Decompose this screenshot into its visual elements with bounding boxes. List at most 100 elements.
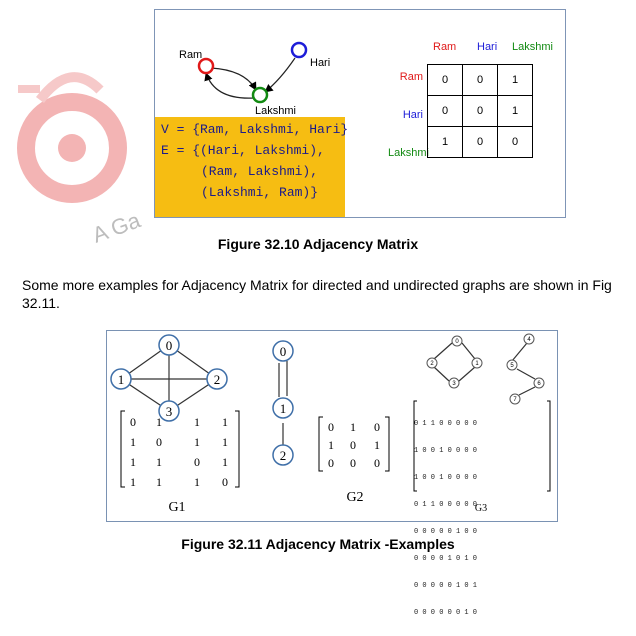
g3-node-2 xyxy=(426,357,438,369)
g1-matrix-cell: 0 xyxy=(222,475,228,489)
row-label-ram: Ram xyxy=(400,71,423,83)
g2-matrix-cell: 0 xyxy=(374,456,380,470)
figure-32-11-caption: Figure 32.11 Adjacency Matrix -Examples xyxy=(181,536,455,552)
g2-matrix-cell: 0 xyxy=(328,420,334,434)
node-lakshmi xyxy=(251,86,269,104)
label-lakshmi: Lakshmi xyxy=(255,105,296,117)
g3-node-4 xyxy=(523,333,535,345)
g3-matrix-row: 1 0 0 1 0 0 0 0 xyxy=(414,474,478,482)
g3-node-7 xyxy=(509,393,521,405)
vertex-edge-sets: V = {Ram, Lakshmi, Hari} E = {(Hari, Laks… xyxy=(155,117,349,217)
g1-matrix-cell: 0 xyxy=(130,415,136,429)
g2-node-label: 2 xyxy=(280,448,287,463)
g1-matrix-cell: 1 xyxy=(194,415,200,429)
g3-matrix-row: 1 0 0 1 0 0 0 0 xyxy=(414,447,478,455)
g2-node-label: 0 xyxy=(280,344,287,359)
matrix-row: 0 0 1 xyxy=(427,95,533,127)
g3-node-label: 5 xyxy=(510,363,514,369)
g1-node-label: 0 xyxy=(166,338,173,353)
matrix-cell: 0 xyxy=(462,95,498,127)
g1-node-label: 1 xyxy=(118,372,125,387)
row-label-hari: Hari xyxy=(403,109,423,121)
g3-matrix-row: 0 0 0 0 0 1 0 0 xyxy=(414,528,478,536)
g3-matrix-row: 0 0 0 0 0 0 1 0 xyxy=(414,609,478,617)
matrix-cell: 1 xyxy=(497,64,533,96)
g1-node-2 xyxy=(206,368,228,390)
g3-node-6 xyxy=(533,377,545,389)
g3-matrix-row: 0 1 1 0 0 0 0 0 xyxy=(414,420,478,428)
figure-32-11: 0 1 2 3 0 1 2 0 1 2 3 4 5 6 7 0 1 1 xyxy=(106,330,558,617)
label-hari: Hari xyxy=(310,57,330,69)
g2-matrix-cell: 1 xyxy=(350,420,356,434)
g2-node-0 xyxy=(272,340,294,362)
g2-label: G2 xyxy=(346,490,363,505)
figure-32-10-caption: Figure 32.10 Adjacency Matrix xyxy=(217,236,419,252)
set-e-line-1: E = {(Hari, Lakshmi), xyxy=(161,143,325,158)
g3-node-label: 3 xyxy=(452,381,456,387)
g1-matrix-cell: 1 xyxy=(222,415,228,429)
edge-hari-lakshmi xyxy=(264,57,296,93)
set-e-line-2: (Ram, Lakshmi), xyxy=(201,164,319,179)
matrix-row: 1 0 0 xyxy=(427,126,533,158)
col-header-ram: Ram xyxy=(433,41,456,53)
set-v: V = {Ram, Lakshmi, Hari} xyxy=(161,122,349,137)
g2-matrix-cell: 0 xyxy=(350,438,356,452)
g1-node-label: 3 xyxy=(166,404,173,419)
g3-node-label: 0 xyxy=(455,339,459,345)
g3-node-5 xyxy=(506,359,518,371)
g1-matrix-cell: 1 xyxy=(156,475,162,489)
g3-matrix-row: 0 0 0 0 0 1 0 1 xyxy=(414,582,478,590)
g1-node-0 xyxy=(158,334,180,356)
matrix-cell: 0 xyxy=(427,95,463,127)
g3-node-label: 1 xyxy=(475,361,479,367)
g3-matrix-row: 0 0 0 0 1 0 1 0 xyxy=(414,555,478,563)
node-ram xyxy=(197,57,215,75)
g1-matrix-cell: 1 xyxy=(222,435,228,449)
g1-matrix-cell: 1 xyxy=(130,475,136,489)
g3-node-3 xyxy=(448,377,460,389)
matrix-cell: 0 xyxy=(497,126,533,158)
g1-node-1 xyxy=(110,368,132,390)
digraph-diagram: Ram Hari Lakshmi Ram Hari Lakshmi Ram Ha… xyxy=(179,41,553,159)
g1-matrix-cell: 0 xyxy=(194,455,200,469)
g3-node-label: 6 xyxy=(537,381,541,387)
g1-matrix-cell: 1 xyxy=(156,455,162,469)
matrix-row: 0 0 1 xyxy=(427,64,533,96)
g1-matrix-cell: 1 xyxy=(156,415,162,429)
g1-matrix-cell: 1 xyxy=(194,475,200,489)
g1-matrix-cell: 1 xyxy=(130,455,136,469)
g1-matrix-cell: 0 xyxy=(156,435,162,449)
matrix-cell: 0 xyxy=(427,64,463,96)
g2-matrix-cell: 0 xyxy=(350,456,356,470)
g2-matrix-cell: 0 xyxy=(328,456,334,470)
g1-node-3 xyxy=(158,400,180,422)
edge-ram-lakshmi xyxy=(210,67,257,91)
g2-matrix-cell: 0 xyxy=(374,420,380,434)
g3-node-label: 2 xyxy=(430,361,434,367)
g2-matrix-cell: 1 xyxy=(374,438,380,452)
g3-node-0 xyxy=(451,335,463,347)
g3-node-1 xyxy=(471,357,483,369)
matrix-cell: 0 xyxy=(462,64,498,96)
matrix-cell: 1 xyxy=(427,126,463,158)
figure-32-10: Ram Hari Lakshmi Ram Hari Lakshmi Ram Ha… xyxy=(154,9,566,218)
watermark-logo xyxy=(17,72,127,203)
col-header-lakshmi: Lakshmi xyxy=(512,41,553,53)
g1-node-label: 2 xyxy=(214,372,221,387)
edge-lakshmi-ram xyxy=(204,72,255,99)
row-label-lakshmi: Lakshmi xyxy=(388,147,429,159)
g1-matrix-cell: 1 xyxy=(194,435,200,449)
set-e-line-3: (Lakshmi, Ram)} xyxy=(201,185,319,200)
node-hari xyxy=(290,41,308,59)
g2-matrix-cell: 1 xyxy=(328,438,334,452)
matrix-cell: 1 xyxy=(497,95,533,127)
graph-examples: 0 1 2 3 0 1 2 0 1 2 3 4 5 6 7 0 1 1 xyxy=(110,333,551,515)
adjacency-matrix-table: 0 0 1 0 0 1 1 0 0 xyxy=(427,64,533,158)
g1-matrix-cell: 1 xyxy=(222,455,228,469)
matrix-cell: 0 xyxy=(462,126,498,158)
g3-matrix-row: 0 1 1 0 0 0 0 0 xyxy=(414,501,478,509)
label-ram: Ram xyxy=(179,49,202,61)
g2-node-label: 1 xyxy=(280,401,287,416)
g1-matrix-cell: 1 xyxy=(130,435,136,449)
g3-matrix: 0 1 1 0 0 0 0 0 1 0 0 1 0 0 0 0 1 0 0 1 … xyxy=(414,402,477,636)
